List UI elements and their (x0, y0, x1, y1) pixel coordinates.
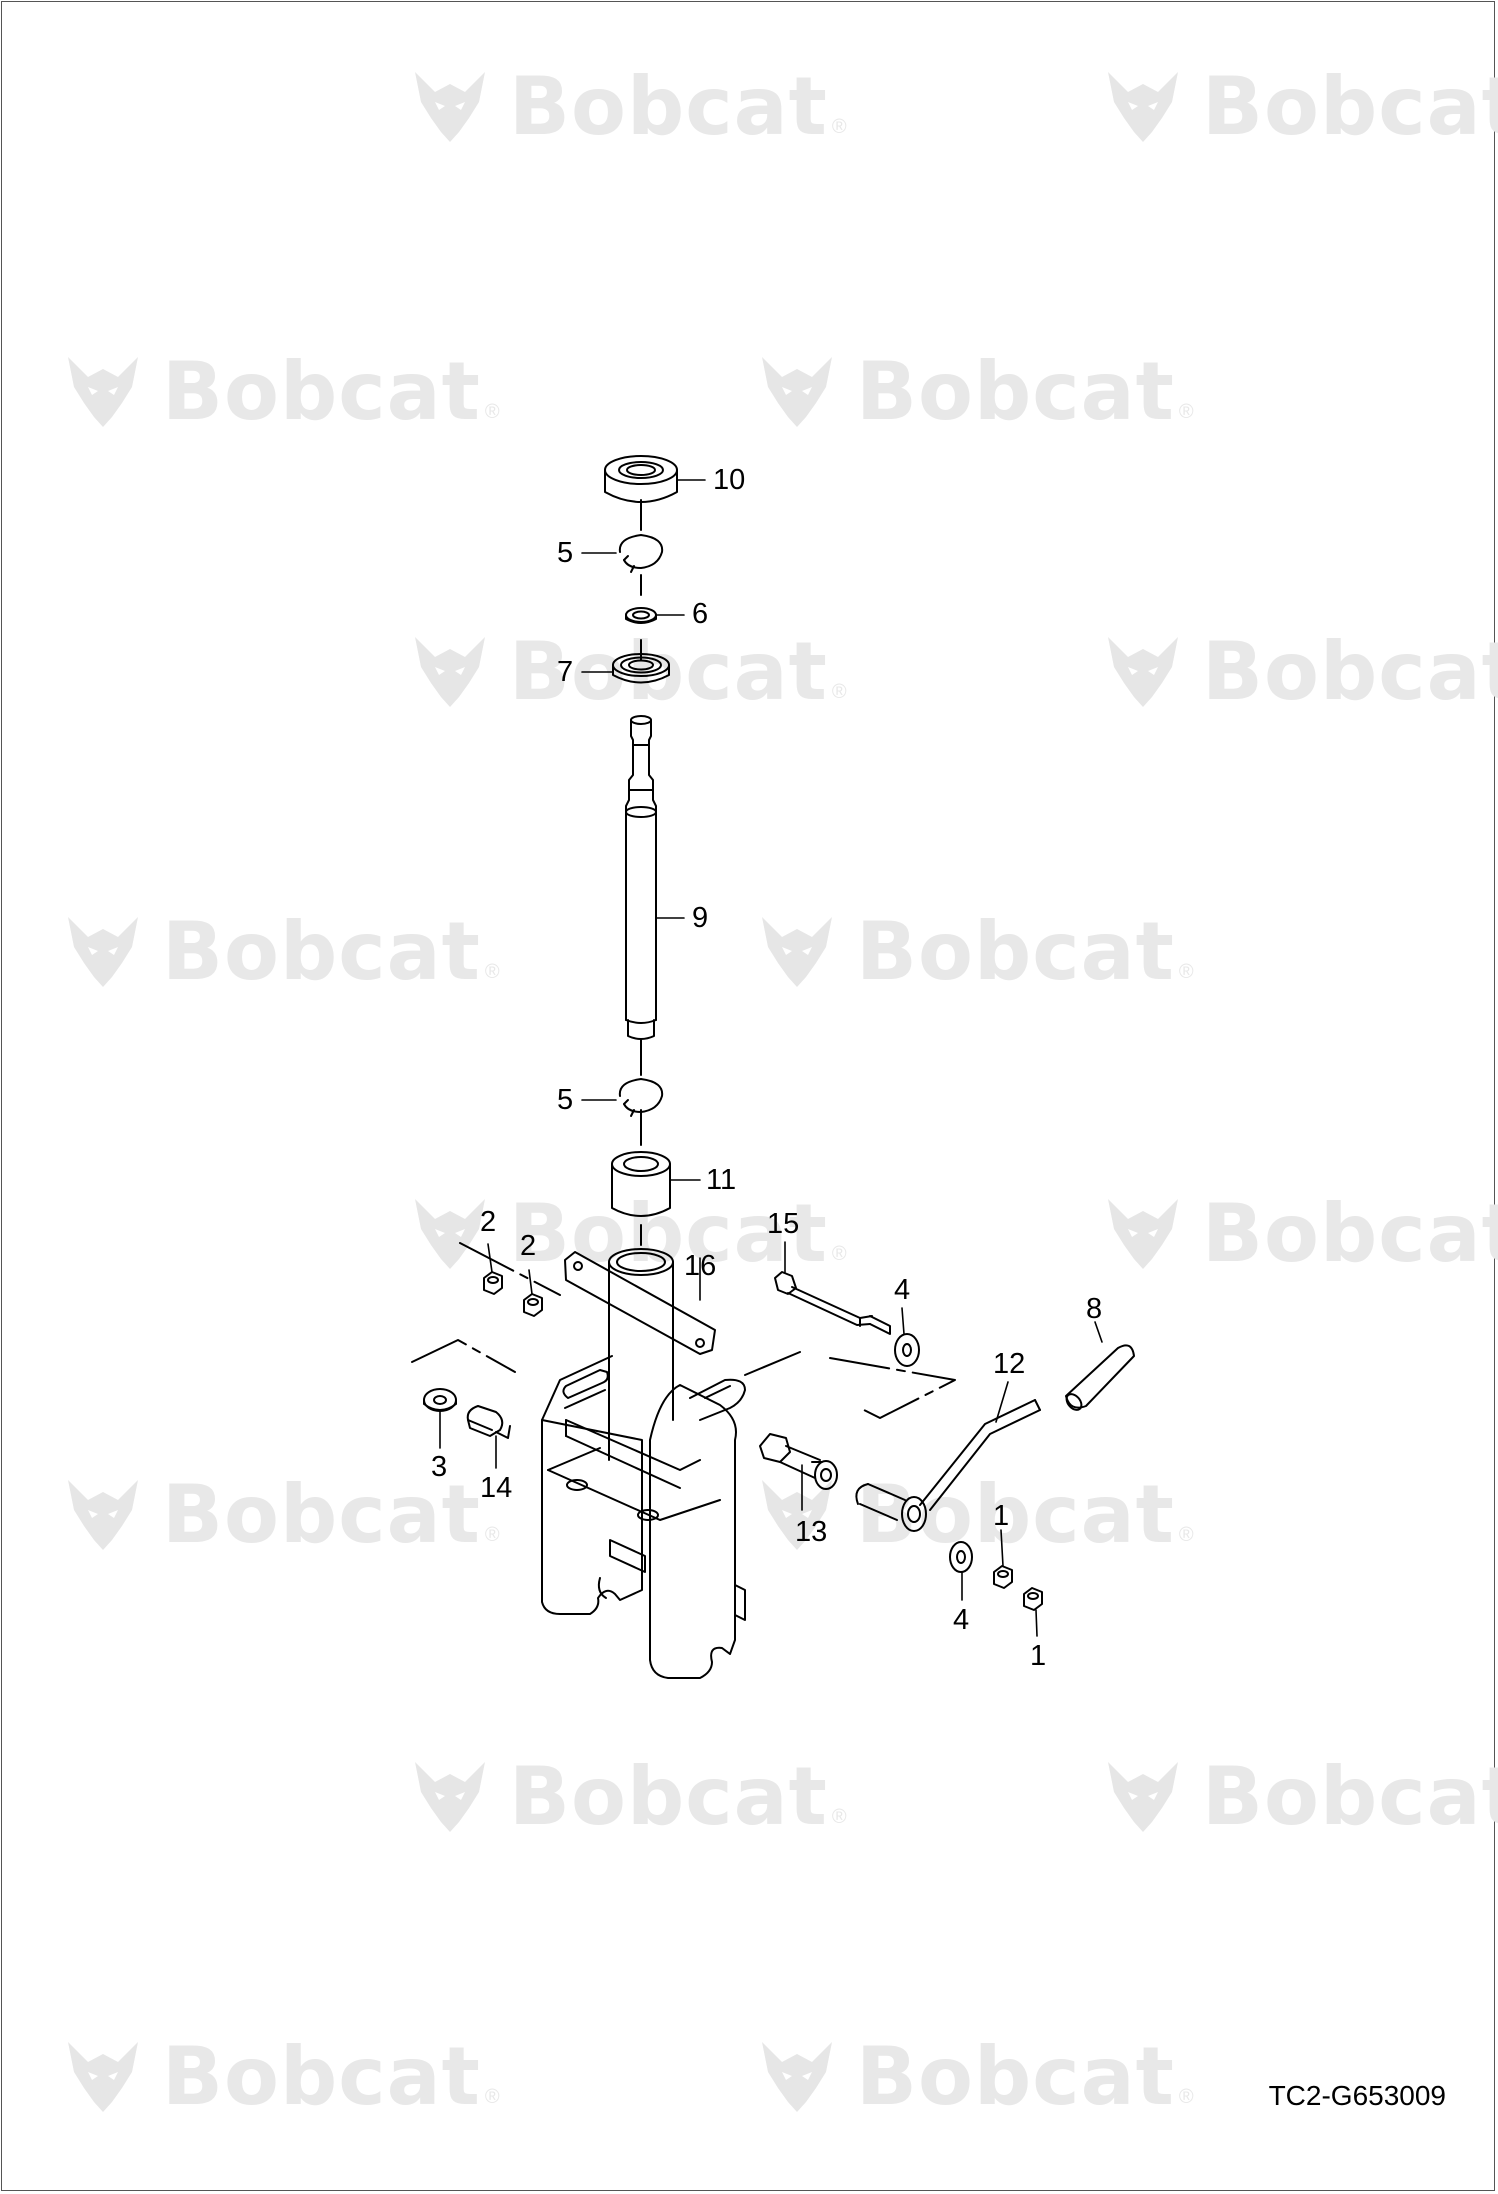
callout-16: 16 (684, 1250, 717, 1282)
watermark-reg: ® (484, 2086, 500, 2108)
watermark-reg: ® (1178, 961, 1194, 983)
watermark-text: Bobcat (162, 2030, 481, 2123)
bobcat-watermark: Bobcat® (752, 345, 1194, 438)
bobcat-watermark: Bobcat® (1098, 625, 1498, 718)
bobcat-watermark: Bobcat® (58, 345, 500, 438)
part-seal (604, 455, 678, 503)
part-pedal-bracket (541, 1248, 746, 1679)
callout-1-lower: 1 (1030, 1640, 1047, 1672)
part-nut (1023, 1587, 1043, 1611)
bobcat-watermark: Bobcat® (405, 625, 847, 718)
watermark-text: Bobcat (856, 905, 1175, 998)
watermark-text: Bobcat (856, 2030, 1175, 2123)
part-washer (949, 1541, 973, 1573)
part-nut (483, 1271, 503, 1295)
drawing-reference-number: TC2-G653009 (1268, 2080, 1446, 2111)
callout-4-upper: 4 (894, 1274, 911, 1306)
callout-2-right: 2 (520, 1230, 537, 1262)
watermark-text: Bobcat (509, 60, 828, 153)
watermark-reg: ® (484, 961, 500, 983)
bobcat-watermark: Bobcat® (58, 1468, 500, 1561)
callout-11: 11 (706, 1164, 737, 1196)
part-pivot-pin (759, 1433, 838, 1490)
watermark-reg: ® (484, 401, 500, 423)
leader-lines (439, 479, 1103, 1637)
callout-4-lower: 4 (953, 1604, 970, 1636)
callout-8: 8 (1086, 1293, 1103, 1325)
callout-5-upper: 5 (557, 537, 574, 569)
callout-9: 9 (692, 902, 709, 934)
watermark-text: Bobcat (162, 905, 481, 998)
callout-3: 3 (431, 1451, 448, 1483)
part-snap-ring-upper (618, 534, 664, 573)
bobcat-watermark: Bobcat® (58, 2030, 500, 2123)
watermark-text: Bobcat (1202, 1750, 1498, 1843)
part-bushing (611, 1151, 671, 1217)
callout-12: 12 (993, 1348, 1026, 1380)
watermark-reg: ® (831, 681, 847, 703)
callout-1-upper: 1 (993, 1500, 1010, 1532)
watermark-text: Bobcat (1202, 60, 1498, 153)
watermark-reg: ® (1178, 2086, 1194, 2108)
part-nut (523, 1293, 543, 1317)
part-snap-ring-lower (618, 1078, 664, 1117)
watermark-reg: ® (1178, 401, 1194, 423)
watermark-reg: ® (831, 116, 847, 138)
callout-6: 6 (692, 598, 709, 630)
callout-15: 15 (767, 1208, 800, 1240)
part-grip (1065, 1344, 1135, 1411)
watermark-text: Bobcat (162, 1468, 481, 1561)
bobcat-watermark: Bobcat® (1098, 1750, 1498, 1843)
callout-10: 10 (713, 464, 746, 496)
bobcat-watermark: Bobcat® (405, 1750, 847, 1843)
part-washer (894, 1333, 920, 1367)
bobcat-watermark: Bobcat® (752, 905, 1194, 998)
part-nut (993, 1565, 1013, 1589)
part-bolt (466, 1405, 511, 1439)
part-shaft (625, 715, 657, 1040)
part-small-ring (625, 607, 657, 624)
callout-5-lower: 5 (557, 1084, 574, 1116)
watermark-text: Bobcat (509, 1750, 828, 1843)
part-washer (423, 1388, 457, 1412)
callout-14: 14 (480, 1472, 513, 1504)
bobcat-watermark: Bobcat® (405, 60, 847, 153)
watermark-text: Bobcat (509, 625, 828, 718)
bobcat-watermark: Bobcat® (1098, 60, 1498, 153)
watermark-text: Bobcat (1202, 625, 1498, 718)
watermark-text: Bobcat (509, 1187, 828, 1280)
watermark-reg: ® (831, 1806, 847, 1828)
watermark-reg: ® (484, 1524, 500, 1546)
part-bearing (612, 653, 670, 684)
part-lever (855, 1399, 1041, 1532)
bobcat-watermark: Bobcat® (752, 2030, 1194, 2123)
callout-13: 13 (795, 1516, 828, 1548)
callout-7: 7 (557, 656, 574, 688)
watermark-text: Bobcat (162, 345, 481, 438)
watermark-text: Bobcat (1202, 1187, 1498, 1280)
watermark-reg: ® (831, 1243, 847, 1265)
bobcat-watermark: Bobcat® (1098, 1187, 1498, 1280)
watermark-reg: ® (1178, 1524, 1194, 1546)
bobcat-watermark: Bobcat® (58, 905, 500, 998)
watermark-text: Bobcat (856, 345, 1175, 438)
bobcat-watermark: Bobcat® (405, 1187, 847, 1280)
callout-2-left: 2 (480, 1206, 497, 1238)
part-long-bolt (774, 1271, 891, 1335)
phantom-lines (411, 1242, 956, 1419)
